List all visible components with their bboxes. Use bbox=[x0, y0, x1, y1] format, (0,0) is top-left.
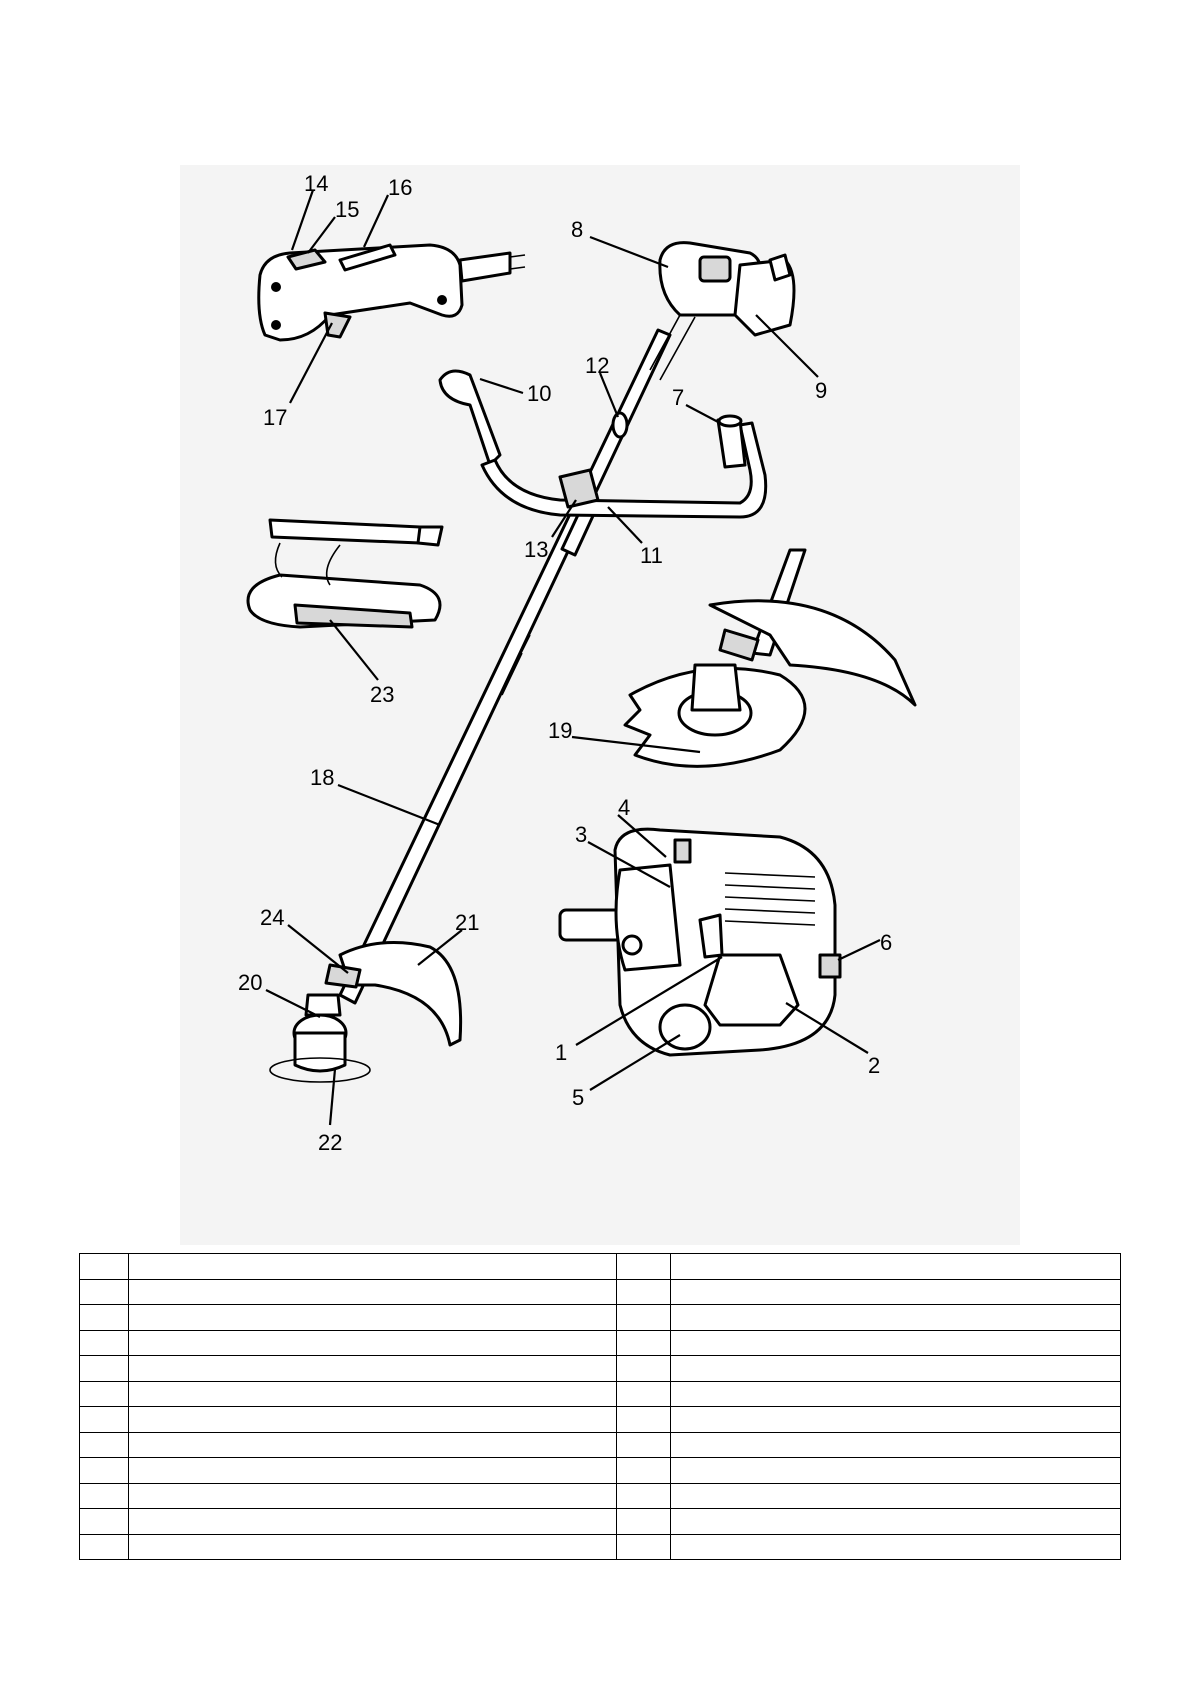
part-number-cell bbox=[616, 1278, 671, 1305]
callout-8: 8 bbox=[571, 217, 583, 242]
callout-3: 3 bbox=[575, 822, 587, 847]
table-row bbox=[79, 1482, 1121, 1509]
throttle-handle-detail bbox=[257, 243, 526, 342]
part-number-cell bbox=[616, 1329, 671, 1356]
leader-lines bbox=[265, 189, 881, 1126]
part-number-cell bbox=[616, 1304, 671, 1331]
callout-13: 13 bbox=[524, 537, 548, 562]
part-name-cell bbox=[128, 1457, 617, 1484]
part-number-cell bbox=[79, 1304, 129, 1331]
part-number-cell bbox=[616, 1431, 671, 1458]
part-name-cell bbox=[128, 1431, 617, 1458]
callout-14: 14 bbox=[304, 171, 328, 196]
part-name-cell bbox=[128, 1278, 617, 1305]
part-name-cell bbox=[670, 1329, 1121, 1356]
part-number-cell bbox=[79, 1355, 129, 1382]
brush-blade bbox=[623, 548, 917, 768]
part-number-cell bbox=[616, 1253, 671, 1280]
part-number-cell bbox=[79, 1533, 129, 1560]
part-name-cell bbox=[670, 1380, 1121, 1407]
callout-9: 9 bbox=[815, 378, 827, 403]
brush-cutter-diagram: 14 15 16 17 8 9 10 12 7 13 11 23 19 18 4… bbox=[180, 165, 1020, 1245]
part-number-cell bbox=[79, 1380, 129, 1407]
part-name-cell bbox=[670, 1304, 1121, 1331]
callout-23: 23 bbox=[370, 682, 394, 707]
part-number-cell bbox=[616, 1457, 671, 1484]
part-name-cell bbox=[128, 1253, 617, 1280]
part-name-cell bbox=[670, 1482, 1121, 1509]
table-row bbox=[79, 1253, 1121, 1280]
callout-20: 20 bbox=[238, 970, 262, 995]
callout-24: 24 bbox=[260, 905, 284, 930]
callout-1: 1 bbox=[555, 1040, 567, 1065]
harness-strap bbox=[246, 518, 444, 629]
callout-labels: 14 15 16 17 8 9 10 12 7 13 11 23 19 18 4… bbox=[238, 171, 892, 1155]
callout-19: 19 bbox=[548, 718, 572, 743]
parts-illustration: 14 15 16 17 8 9 10 12 7 13 11 23 19 18 4… bbox=[180, 165, 1020, 1245]
callout-7: 7 bbox=[672, 385, 684, 410]
table-row bbox=[79, 1508, 1121, 1535]
callout-4: 4 bbox=[618, 795, 630, 820]
table-row bbox=[79, 1533, 1121, 1560]
callout-11: 11 bbox=[640, 543, 663, 568]
part-number-cell bbox=[79, 1329, 129, 1356]
table-row bbox=[79, 1329, 1121, 1356]
part-name-cell bbox=[670, 1457, 1121, 1484]
table-row bbox=[79, 1355, 1121, 1382]
part-number-cell bbox=[79, 1431, 129, 1458]
part-name-cell bbox=[670, 1431, 1121, 1458]
engine-top bbox=[649, 241, 796, 381]
part-name-cell bbox=[128, 1380, 617, 1407]
part-name-cell bbox=[670, 1533, 1121, 1560]
part-name-cell bbox=[128, 1406, 617, 1433]
callout-21: 21 bbox=[455, 910, 479, 935]
part-name-cell bbox=[670, 1406, 1121, 1433]
part-number-cell bbox=[616, 1508, 671, 1535]
callout-18: 18 bbox=[310, 765, 334, 790]
callout-15: 15 bbox=[335, 197, 359, 222]
part-number-cell bbox=[79, 1508, 129, 1535]
part-number-cell bbox=[79, 1253, 129, 1280]
handlebar bbox=[438, 369, 768, 519]
engine-detail bbox=[558, 827, 842, 1057]
table-row bbox=[79, 1406, 1121, 1433]
callout-10: 10 bbox=[527, 381, 551, 406]
part-name-cell bbox=[670, 1355, 1121, 1382]
parts-table bbox=[79, 1253, 1121, 1560]
part-name-cell bbox=[128, 1482, 617, 1509]
callout-6: 6 bbox=[880, 930, 892, 955]
callout-12: 12 bbox=[585, 353, 609, 378]
table-row bbox=[79, 1380, 1121, 1407]
part-number-cell bbox=[79, 1482, 129, 1509]
part-name-cell bbox=[128, 1304, 617, 1331]
table-row bbox=[79, 1431, 1121, 1458]
part-number-cell bbox=[79, 1457, 129, 1484]
part-number-cell bbox=[616, 1406, 671, 1433]
part-name-cell bbox=[670, 1253, 1121, 1280]
part-name-cell bbox=[128, 1533, 617, 1560]
part-number-cell bbox=[616, 1355, 671, 1382]
part-number-cell bbox=[616, 1482, 671, 1509]
part-number-cell bbox=[79, 1278, 129, 1305]
part-number-cell bbox=[79, 1406, 129, 1433]
callout-2: 2 bbox=[868, 1053, 880, 1078]
table-row bbox=[79, 1457, 1121, 1484]
part-name-cell bbox=[670, 1508, 1121, 1535]
callout-17: 17 bbox=[263, 405, 287, 430]
callout-16: 16 bbox=[388, 175, 412, 200]
part-number-cell bbox=[616, 1533, 671, 1560]
callout-22: 22 bbox=[318, 1130, 342, 1155]
trimmer-head bbox=[269, 941, 463, 1083]
callout-5: 5 bbox=[572, 1085, 584, 1110]
part-name-cell bbox=[670, 1278, 1121, 1305]
part-name-cell bbox=[128, 1329, 617, 1356]
part-name-cell bbox=[128, 1355, 617, 1382]
table-row bbox=[79, 1278, 1121, 1305]
table-row bbox=[79, 1304, 1121, 1331]
part-name-cell bbox=[128, 1508, 617, 1535]
part-number-cell bbox=[616, 1380, 671, 1407]
